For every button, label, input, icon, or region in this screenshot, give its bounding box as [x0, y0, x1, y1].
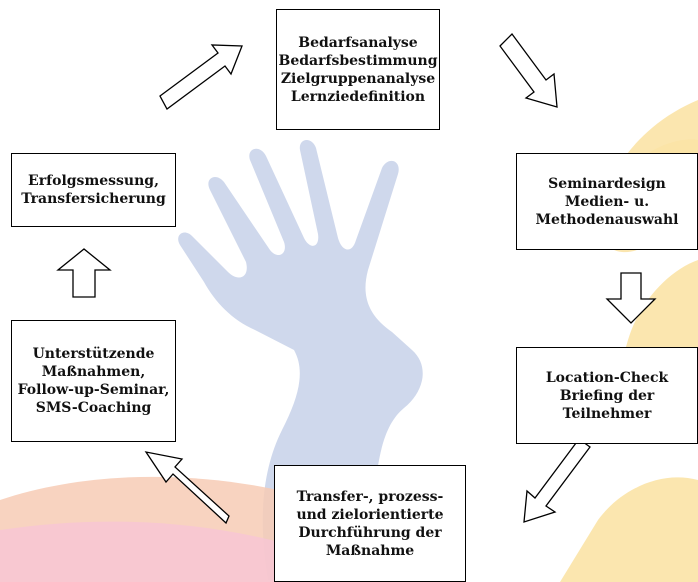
step-success-measurement: Erfolgsmessung, Transfersicherung	[11, 153, 176, 227]
step-line: SMS-Coaching	[35, 400, 152, 416]
step-line: Seminardesign	[548, 175, 666, 192]
step-line: Zielgruppenanalyse	[280, 70, 436, 87]
step-line: Medien- u.	[564, 193, 650, 210]
step-line: Location-Check	[545, 369, 669, 386]
arrow-icon-top-right	[499, 33, 558, 108]
step-line: Lernziedefinition	[290, 88, 426, 105]
arrow-icon-left-up	[56, 248, 112, 298]
step-execution: Transfer-, prozess- und zielorientierte …	[274, 465, 466, 582]
watermark-band-pink	[0, 521, 290, 582]
step-line: Methodenauswahl	[535, 211, 679, 228]
arrow-icon-bottom-right	[523, 438, 591, 523]
step-line: Maßnahme	[325, 542, 415, 559]
step-line: Follow-up-Seminar,	[17, 382, 170, 398]
step-line: Bedarfsanalyse	[298, 34, 418, 51]
step-line: Durchführung der	[298, 524, 442, 541]
step-supporting-measures: Unterstützende Maßnahmen, Follow-up-Semi…	[11, 320, 176, 442]
arrow-icon-top-left	[159, 44, 243, 110]
arrow-icon-right-down	[605, 272, 657, 324]
step-line: Transfersicherung	[21, 191, 166, 207]
step-line: Bedarfsbestimmung	[278, 52, 438, 69]
step-line: Briefing der	[559, 387, 655, 404]
step-needs-analysis: Bedarfsanalyse Bedarfsbestimmung Zielgru…	[276, 9, 440, 130]
step-seminar-design: Seminardesign Medien- u. Methodenauswahl	[516, 153, 698, 250]
step-line: Transfer-, prozess-	[296, 488, 444, 505]
arrow-icon-bottom-left	[144, 451, 230, 525]
step-line: und zielorientierte	[296, 506, 444, 523]
step-line: Unterstützende	[32, 346, 155, 362]
step-line: Erfolgsmessung,	[28, 173, 159, 189]
step-line: Teilnehmer	[562, 405, 652, 422]
step-location-check: Location-Check Briefing der Teilnehmer	[516, 347, 698, 444]
step-line: Maßnahmen,	[41, 364, 146, 380]
